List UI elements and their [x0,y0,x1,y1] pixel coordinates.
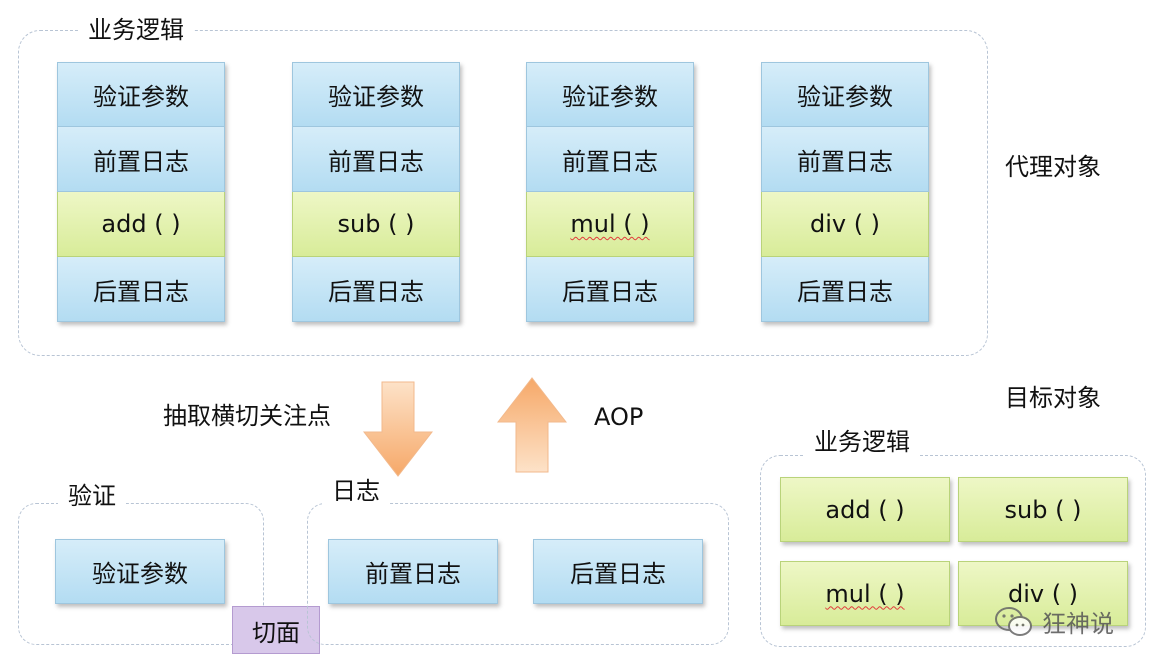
target-group-title: 业务逻辑 [804,427,920,457]
target-frame [760,455,1146,647]
extract-concerns-label: 抽取横切关注点 [163,402,331,430]
watermark-text: 狂神说 [1042,610,1114,638]
logging-title: 日志 [322,476,390,506]
target-method-mul: mul ( ) [780,561,950,626]
watermark: 狂神说 [994,604,1114,639]
proxy-column-mul: 验证参数 前置日志 mul ( ) 后置日志 [526,62,694,322]
validate-params-cell: 验证参数 [761,62,929,127]
aspect-label: 切面 [232,606,320,654]
target-method-add: add ( ) [780,477,950,542]
validate-params-cell: 验证参数 [57,62,225,127]
pre-log-cell: 前置日志 [761,127,929,192]
target-method-sub: sub ( ) [958,477,1128,542]
proxy-group-title: 业务逻辑 [78,15,194,45]
aop-label: AOP [594,403,644,431]
arrow-down-icon [362,381,434,477]
validate-params-box: 验证参数 [55,539,225,604]
method-label: mul ( ) [570,210,650,238]
post-log-box: 后置日志 [533,539,703,604]
pre-log-cell: 前置日志 [526,127,694,192]
target-object-label: 目标对象 [1005,384,1101,412]
proxy-object-label: 代理对象 [1005,153,1101,181]
method-label: mul ( ) [825,579,905,608]
pre-log-box: 前置日志 [328,539,498,604]
target-method-div: div ( ) [958,561,1128,626]
proxy-column-add: 验证参数 前置日志 add ( ) 后置日志 [57,62,225,322]
method-cell: mul ( ) [526,192,694,257]
post-log-cell: 后置日志 [761,257,929,322]
method-cell: div ( ) [761,192,929,257]
method-cell: sub ( ) [292,192,460,257]
method-cell: add ( ) [57,192,225,257]
pre-log-cell: 前置日志 [292,127,460,192]
wechat-icon [995,606,1032,636]
proxy-frame [18,30,988,356]
validate-params-cell: 验证参数 [292,62,460,127]
post-log-cell: 后置日志 [292,257,460,322]
post-log-cell: 后置日志 [526,257,694,322]
post-log-cell: 后置日志 [57,257,225,322]
validation-frame [18,503,264,645]
proxy-column-div: 验证参数 前置日志 div ( ) 后置日志 [761,62,929,322]
arrow-up-icon [496,377,568,473]
validation-title: 验证 [58,481,126,511]
logging-frame [307,503,729,645]
proxy-column-sub: 验证参数 前置日志 sub ( ) 后置日志 [292,62,460,322]
validate-params-cell: 验证参数 [526,62,694,127]
pre-log-cell: 前置日志 [57,127,225,192]
